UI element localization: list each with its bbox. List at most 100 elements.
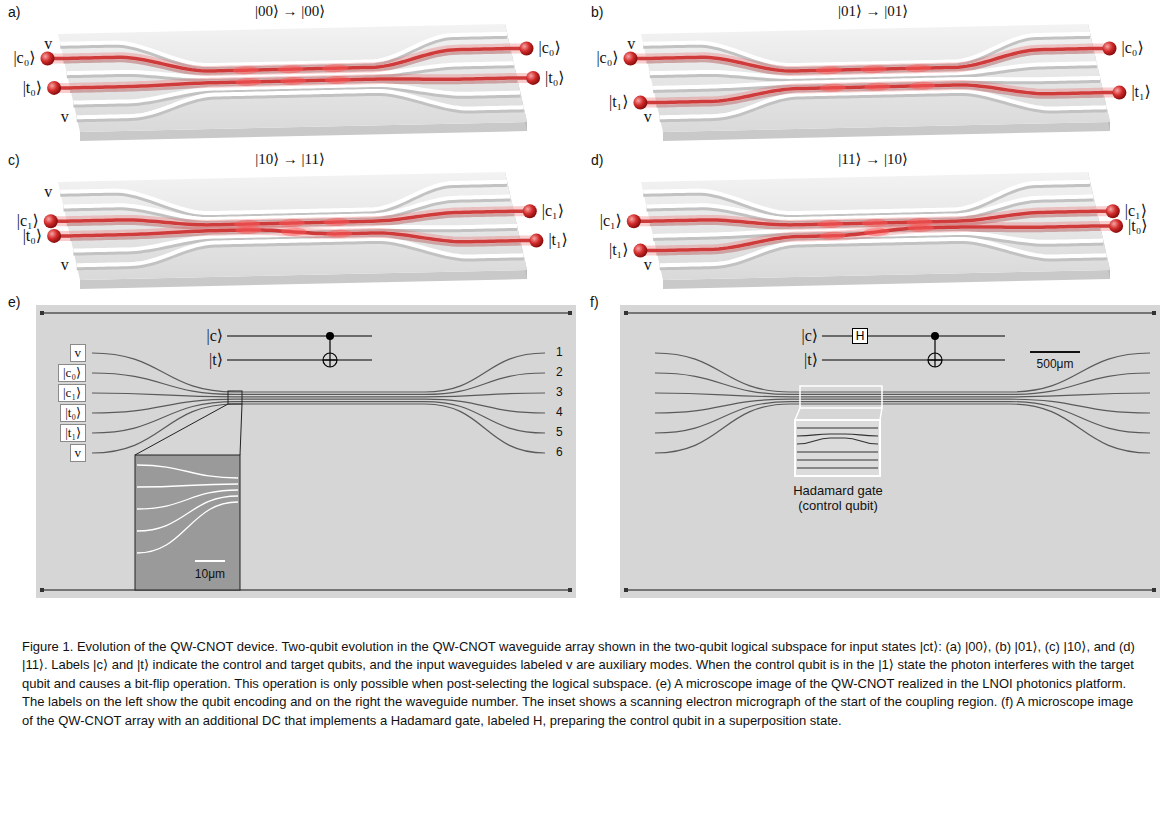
- photon-sphere: [1109, 219, 1123, 233]
- panel-title: |00⟩ → |00⟩: [255, 3, 325, 20]
- output-qubit-label: |c₁⟩: [542, 202, 564, 220]
- interference-spot: [277, 65, 303, 74]
- hadamard-waveguide: [797, 459, 878, 460]
- input-qubit-label: |t₁⟩: [609, 241, 628, 259]
- output-qubit-label: |t₀⟩: [1128, 217, 1147, 235]
- target-symbol: [928, 353, 942, 367]
- inset-marker: [800, 386, 882, 408]
- photon-sphere: [526, 71, 540, 85]
- waveguide-chip: [44, 172, 544, 289]
- waveguide-chip: [624, 24, 1127, 141]
- interference-spot: [281, 228, 307, 237]
- interference-spot: [235, 226, 261, 235]
- encoding-label-box: |t₁⟩: [60, 424, 86, 442]
- panel-letter: e): [8, 294, 20, 310]
- hadamard-inset: [795, 420, 880, 476]
- waveguide: [655, 402, 1150, 433]
- scale-bar: [1030, 351, 1080, 353]
- node-text: H: [856, 329, 865, 343]
- light-path: [640, 226, 1116, 251]
- sem-waveguide: [137, 490, 238, 509]
- interference-spot: [864, 83, 890, 92]
- rail-pad: [1152, 588, 1156, 592]
- circuit-qubit-label: |t⟩: [209, 351, 223, 369]
- node-text: v: [75, 345, 82, 360]
- waveguide-number: 4: [556, 406, 563, 420]
- auxiliary-mode-label: v: [644, 108, 652, 126]
- waveguide-chip: [41, 24, 541, 141]
- node-text: |c₀⟩: [63, 365, 81, 380]
- microscope-image: [36, 305, 576, 598]
- scale-label: 500μm: [1037, 358, 1074, 372]
- panel-title: |11⟩ → |10⟩: [838, 151, 908, 168]
- interference-spot: [235, 78, 261, 87]
- hadamard-waveguide: [797, 467, 878, 468]
- chip-rail: [626, 589, 1154, 591]
- output-qubit-label: |t₀⟩: [545, 69, 564, 87]
- encoding-label-box: |c₀⟩: [58, 364, 86, 382]
- waveguide-chip: [627, 172, 1123, 289]
- waveguide: [92, 404, 545, 453]
- interference-spot: [909, 82, 935, 91]
- interference-spot: [864, 228, 890, 237]
- scale-bar: [195, 560, 225, 562]
- auxiliary-mode-label: v: [644, 256, 652, 274]
- interference-spot: [908, 224, 934, 233]
- interference-spot: [323, 218, 349, 227]
- input-qubit-label: |t₀⟩: [23, 79, 42, 97]
- panel-letter: c): [8, 152, 20, 168]
- circuit-wire: [227, 335, 372, 336]
- waveguide-number: 6: [556, 446, 563, 460]
- target-symbol: [323, 353, 337, 367]
- hadamard-gate-box: H: [852, 328, 869, 344]
- target-symbol: [323, 359, 337, 360]
- interference-spot: [860, 65, 886, 74]
- rail-pad: [40, 588, 44, 592]
- inset-leader: [795, 408, 800, 420]
- photon-sphere: [633, 244, 647, 258]
- target-symbol: [928, 359, 942, 360]
- rail-pad: [40, 311, 44, 315]
- photon-sphere: [41, 52, 55, 66]
- input-qubit-label: |c₁⟩: [600, 212, 622, 230]
- input-qubit-label: |c₀⟩: [13, 49, 35, 67]
- panel-letter: f): [590, 294, 599, 310]
- photon-sphere: [529, 234, 543, 248]
- interference-spot: [817, 220, 843, 229]
- waveguide: [92, 402, 545, 433]
- rail-pad: [624, 588, 628, 592]
- interference-spot: [816, 66, 842, 75]
- auxiliary-mode-label: v: [61, 256, 69, 274]
- auxiliary-mode-label: v: [44, 35, 52, 53]
- waveguide-ridge: [77, 91, 524, 117]
- hadamard-waveguide: [797, 434, 878, 436]
- control-dot: [931, 332, 939, 340]
- sem-inset: [135, 455, 240, 590]
- photon-sphere: [47, 229, 61, 243]
- light-glow: [640, 226, 1116, 251]
- node-text: |t₀⟩: [65, 405, 81, 420]
- waveguide-number: 5: [556, 426, 563, 440]
- image-background: [620, 305, 1160, 598]
- photon-sphere: [1112, 86, 1126, 100]
- waveguide-number: 3: [556, 386, 563, 400]
- chip-rail: [42, 312, 570, 314]
- output-qubit-label: |c₀⟩: [1122, 39, 1144, 57]
- cnot-link: [329, 336, 330, 367]
- photon-sphere: [47, 81, 61, 95]
- photon-sphere: [44, 214, 58, 228]
- encoding-label-box: v: [70, 344, 87, 362]
- output-qubit-label: |t₁⟩: [1131, 83, 1150, 101]
- input-qubit-label: |c₀⟩: [596, 49, 618, 67]
- circuit-qubit-label: |t⟩: [804, 351, 818, 369]
- auxiliary-mode-label: v: [44, 183, 52, 201]
- encoding-label-box: |t₀⟩: [60, 404, 86, 422]
- interference-spot: [325, 76, 351, 85]
- inset-leader: [240, 404, 242, 455]
- circuit-wire: [227, 359, 372, 360]
- rail-pad: [624, 311, 628, 315]
- waveguide-number: 2: [556, 366, 563, 380]
- photon-sphere: [624, 52, 638, 66]
- panel-letter: d): [591, 152, 603, 168]
- inset-caption: Hadamard gate (control qubit): [782, 484, 894, 514]
